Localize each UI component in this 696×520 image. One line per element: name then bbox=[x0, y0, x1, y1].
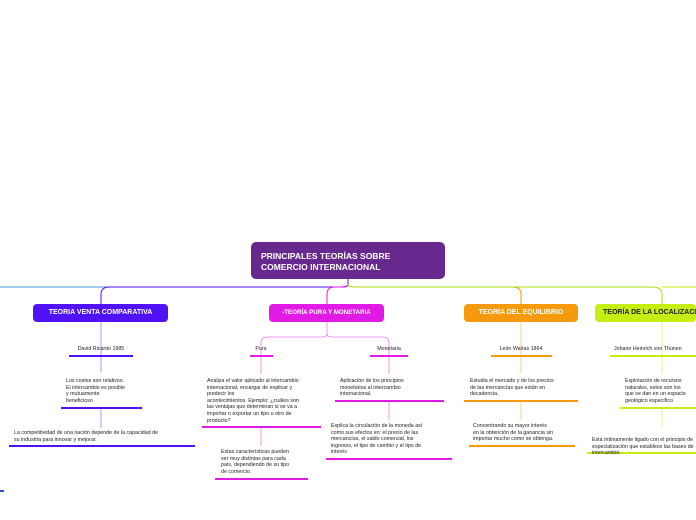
topic-pura-monetaria[interactable]: -TEORÍA PURA Y MONETARIA bbox=[269, 304, 384, 322]
text-line: Aplicación de los principios bbox=[340, 378, 404, 384]
text-line: El intercambio es posible bbox=[66, 384, 125, 391]
topic-equilibrio[interactable]: TEORÍA DEL EQUILIBRIO bbox=[464, 304, 578, 322]
text-line: las ventajas que determinan si se va a bbox=[207, 404, 298, 411]
subtopic-costes-relativos[interactable]: Los costes son relativos. El intercambio… bbox=[66, 378, 146, 404]
text-line: en la obtención de la ganancia sin bbox=[473, 429, 554, 436]
text-line: decadencia. bbox=[470, 391, 499, 398]
subtopic-estudia-mercado[interactable]: Estudia el mercado y de los precios de l… bbox=[470, 378, 576, 398]
text-line: acontecimientos. Ejemplo: ¿cuáles son bbox=[207, 397, 299, 404]
text-line: Explotación de recursos bbox=[625, 378, 682, 384]
subtopic-concentrando-interes[interactable]: Concentrando su mayor interés en la obte… bbox=[473, 423, 577, 443]
central-topic[interactable]: PRINCIPALES TEORÍAS SOBRE COMERCIO INTER… bbox=[251, 242, 445, 279]
subtopic-competitividad[interactable]: La competitividad de una nación depende … bbox=[14, 430, 194, 443]
text-line: que se dan en un espacio bbox=[625, 391, 686, 398]
subtopic-explotacion-recursos[interactable]: Explotación de recursos naturales, estos… bbox=[625, 378, 696, 404]
text-line: Estas características pueden bbox=[221, 449, 290, 455]
text-line: internacional, encargar de explicar y bbox=[207, 384, 293, 391]
text-line: importar mucho como se obtenga. bbox=[473, 436, 554, 443]
text-line: predecir los bbox=[207, 391, 235, 398]
text-line: La competitividad de una nación depende … bbox=[14, 430, 159, 436]
text-line: internacional. bbox=[340, 391, 372, 398]
subtopic-especializacion[interactable]: Está íntimamente ligado con el principio… bbox=[592, 437, 696, 457]
text-line: especialización que establece las bases … bbox=[592, 443, 694, 450]
topic-localizacion[interactable]: TEORÍA DE LA LOCALIZACIÓN bbox=[595, 304, 696, 322]
text-line: intercambio. bbox=[592, 450, 621, 457]
central-title-line2: COMERCIO INTERNACIONAL bbox=[261, 262, 381, 272]
central-title-line1: PRINCIPALES TEORÍAS SOBRE bbox=[261, 251, 391, 261]
text-line: país, dependiendo de su tipo bbox=[221, 462, 290, 469]
text-line: mercancías, el saldo comercial, los bbox=[331, 436, 414, 443]
text-line: importar o exportar un tipo u otro de bbox=[207, 410, 292, 417]
text-line: Concentrando su mayor interés bbox=[473, 423, 547, 429]
text-line: Analiza el valor aplicado al intercambio bbox=[207, 378, 299, 384]
text-line: monetarios al intercambio bbox=[340, 384, 401, 391]
text-line: producto? bbox=[207, 417, 231, 424]
text-line: de las mercancías que están en bbox=[470, 384, 546, 391]
subtopic-pura[interactable]: Pura bbox=[255, 346, 267, 352]
text-line: geológico específico bbox=[625, 397, 673, 404]
author-von-thunen[interactable]: Johann Heinrich von Thünen bbox=[614, 346, 682, 352]
text-line: Explica la circulación de la moneda así bbox=[331, 423, 423, 429]
text-line: interés bbox=[331, 449, 347, 456]
text-line: Estudia el mercado y de los precios bbox=[470, 378, 554, 384]
subtopic-caracteristicas[interactable]: Estas características pueden ser muy dis… bbox=[221, 449, 311, 475]
text-line: de comercio. bbox=[221, 468, 252, 475]
subtopic-explica-circulacion[interactable]: Explica la circulación de la moneda así … bbox=[331, 423, 451, 456]
text-line: beneficioso bbox=[66, 397, 93, 404]
subtopic-monetaria-aplicacion[interactable]: Aplicación de los principios monetarios … bbox=[340, 378, 440, 398]
text-line: Está íntimamente ligado con el principio… bbox=[592, 437, 693, 443]
text-line: como sus efectos en: el precio de las bbox=[331, 429, 419, 436]
text-line: ser muy distintas para cada bbox=[221, 455, 286, 462]
text-line: su industria para innovar y mejorar. bbox=[14, 436, 97, 443]
subtopic-monetaria[interactable]: Monetaria bbox=[377, 346, 401, 352]
text-line: ingresos, el tipo de cambio y el tipo de bbox=[331, 442, 422, 449]
text-line: naturales, estos son los bbox=[625, 384, 681, 391]
subtopic-pura-analiza[interactable]: Analiza el valor aplicado al intercambio… bbox=[207, 378, 321, 424]
text-line: Los costes son relativos. bbox=[66, 378, 124, 384]
topic-venta-comparativa[interactable]: TEORIA VENTA COMPARATIVA bbox=[33, 304, 168, 322]
text-line: y mutuamente bbox=[66, 391, 100, 398]
author-leon-walras[interactable]: León Walras 1864 bbox=[499, 346, 543, 352]
author-david-ricardo[interactable]: David Ricardo 1985 bbox=[77, 346, 125, 352]
